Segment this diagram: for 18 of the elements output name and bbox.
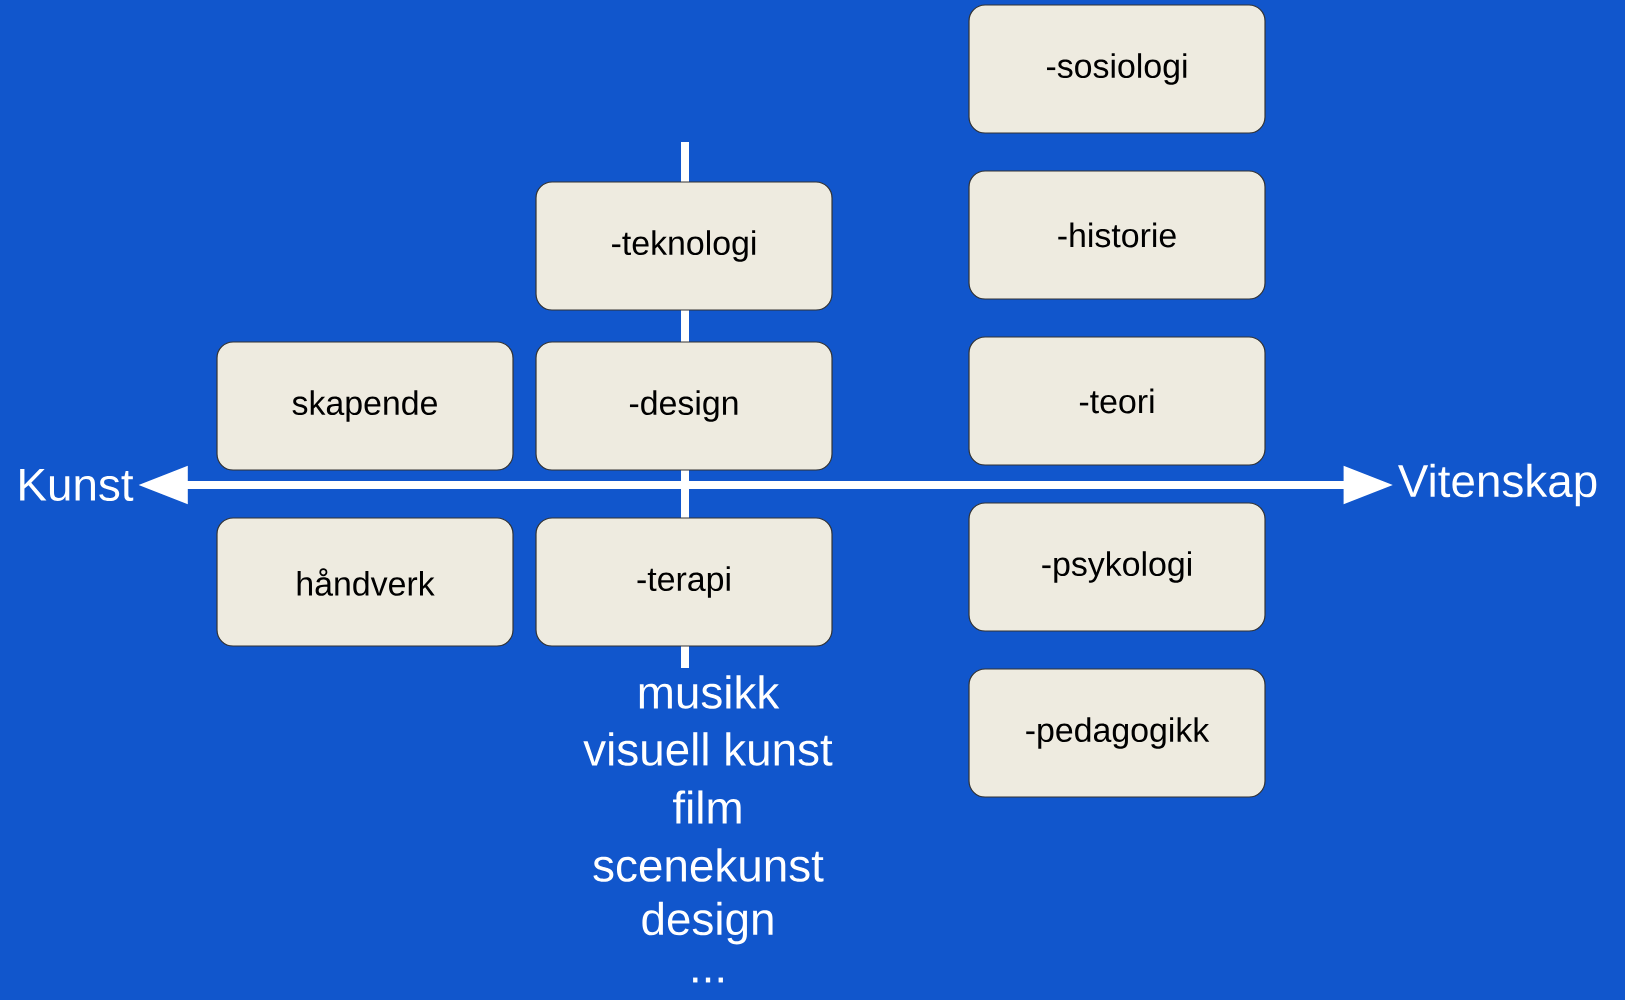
list-item: visuell kunst <box>583 732 833 766</box>
axis-label: Vitenskap <box>1398 463 1597 507</box>
list-item: musikk <box>639 675 780 709</box>
term-box: skapende <box>216 341 514 471</box>
term-box: håndverk <box>216 517 514 647</box>
list-item: ... <box>693 977 723 983</box>
axis-label: Kunst <box>20 469 134 501</box>
term-box: -historie <box>968 170 1266 300</box>
term-box: -teori <box>968 336 1266 466</box>
term-box: -terapi <box>535 517 833 647</box>
term-box: -teknologi <box>535 181 833 311</box>
list-item: film <box>673 790 741 824</box>
term-box: -design <box>535 341 833 471</box>
term-box: -psykologi <box>968 502 1266 632</box>
term-box: -pedagogikk <box>968 668 1266 798</box>
term-box: -sosiologi <box>968 4 1266 134</box>
list-item: scenekunst <box>593 848 824 882</box>
list-item: design <box>642 901 773 945</box>
